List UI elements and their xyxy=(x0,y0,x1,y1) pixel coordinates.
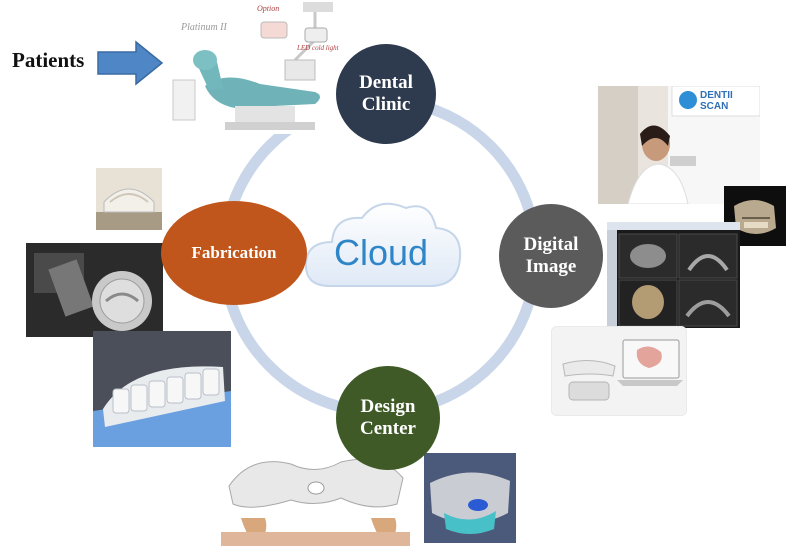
bridge-design-render xyxy=(221,448,410,546)
chair-option-label: Option xyxy=(257,4,280,13)
node-fabrication-label: Fabrication xyxy=(191,243,277,263)
dental-model-photo xyxy=(96,168,162,230)
ct-viewer-screenshot xyxy=(607,222,740,328)
node-dental-clinic-line1: Dental xyxy=(359,72,413,94)
jaw-cad-render xyxy=(424,453,516,543)
node-fabrication: Fabrication xyxy=(161,201,307,305)
scanner-brand-line1: DENTII xyxy=(700,90,733,101)
cloud-label: Cloud xyxy=(333,232,429,273)
scanner-brand-line2: SCAN xyxy=(700,101,729,112)
node-design-center: Design Center xyxy=(336,366,440,470)
plaster-model-photo xyxy=(93,331,231,447)
node-digital-image-line1: Digital xyxy=(523,234,579,256)
patients-label: Patients xyxy=(12,48,85,72)
node-design-center-line2: Center xyxy=(360,418,416,439)
patients-arrow-icon xyxy=(97,40,164,86)
dental-chair-image: Platinum II Option LED cold light xyxy=(165,0,355,134)
chair-title: Platinum II xyxy=(181,22,227,33)
node-design-center-line1: Design xyxy=(360,396,416,418)
node-digital-image-line2: Image xyxy=(525,256,577,277)
node-digital-image: Digital Image xyxy=(499,204,603,308)
node-dental-clinic: Dental Clinic xyxy=(336,44,436,144)
cloud-icon xyxy=(304,202,462,287)
node-dental-clinic-line2: Clinic xyxy=(361,94,411,115)
intraoral-scanner-photo xyxy=(551,326,687,416)
chair-led-label: LED cold light xyxy=(297,44,339,52)
milling-machine-photo xyxy=(26,243,163,337)
scanner-photo: DENTII SCAN xyxy=(598,86,760,204)
